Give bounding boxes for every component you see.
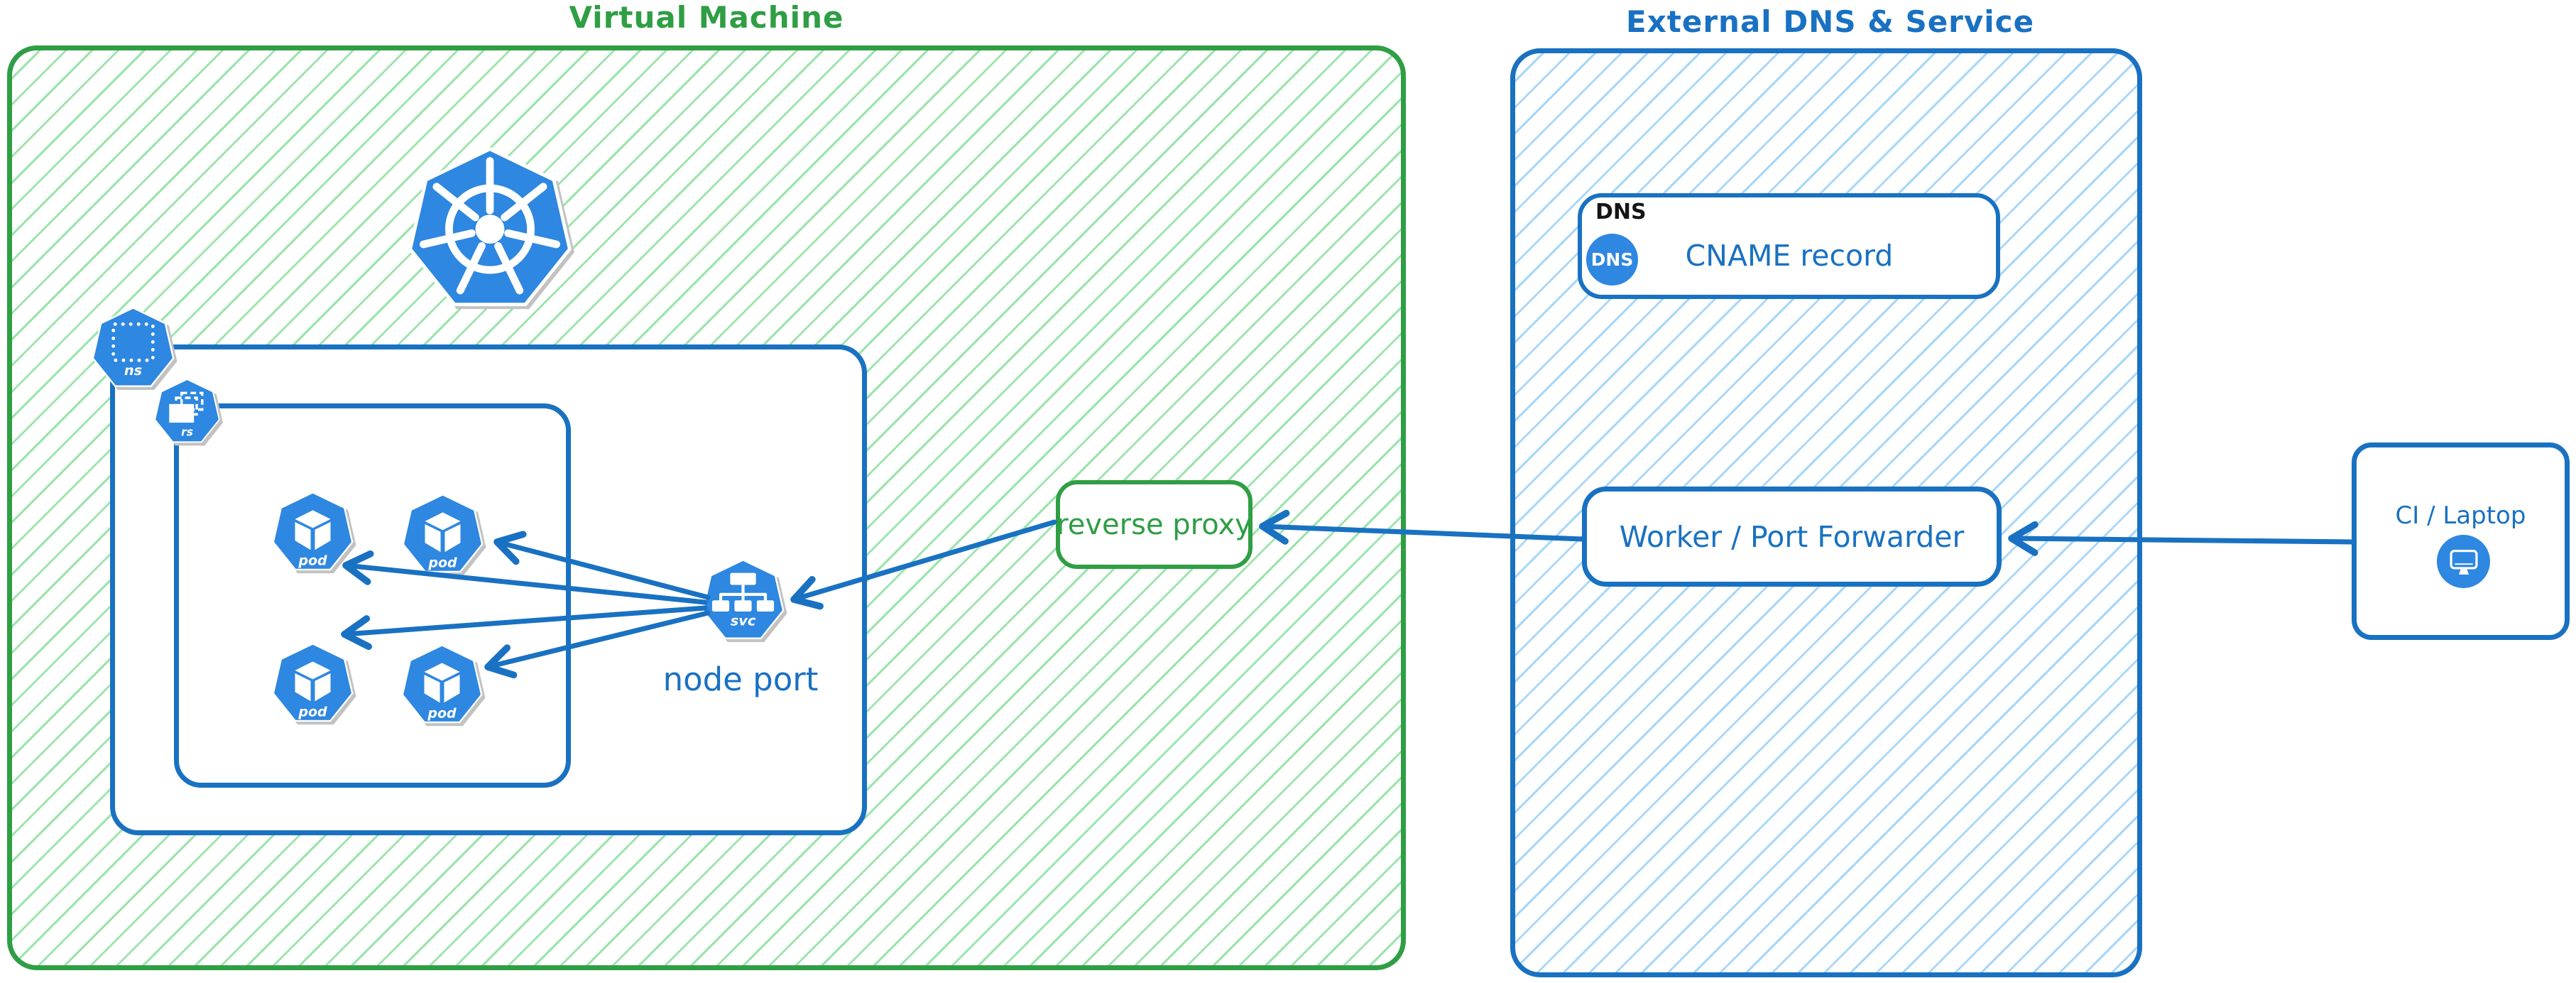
cname-record-box xyxy=(1578,193,2000,299)
solid-replica-rect xyxy=(169,403,195,423)
virtual-machine-title: Virtual Machine xyxy=(569,0,844,35)
ci-laptop-label: CI / Laptop xyxy=(2395,501,2526,530)
namespace-icon-label: ns xyxy=(124,362,142,379)
pod-icon-label: pod xyxy=(427,706,457,722)
pod-icon-label: pod xyxy=(298,705,327,720)
dns-tag: DNS xyxy=(1595,200,1647,224)
reverse-proxy-label: reverse proxy xyxy=(1057,508,1252,541)
replicaset-box xyxy=(174,403,571,788)
node-port-caption: node port xyxy=(662,661,819,698)
kubernetes-logo-icon xyxy=(405,146,575,316)
namespace-icon: ns xyxy=(92,307,175,387)
monitor-icon xyxy=(2449,549,2478,575)
replicaset-icon-label: rs xyxy=(181,425,193,438)
cname-record-label: CNAME record xyxy=(1685,239,1894,273)
pod-icon-label: pod xyxy=(427,555,457,571)
worker-port-forwarder-box: Worker / Port Forwarder xyxy=(1582,487,2002,587)
service-icon-label: svc xyxy=(731,612,756,629)
pod-icon-label: pod xyxy=(298,553,327,569)
dotted-square xyxy=(111,322,155,362)
pod-icon: pod xyxy=(402,494,484,573)
worker-port-forwarder-label: Worker / Port Forwarder xyxy=(1619,519,1965,554)
monitor-badge xyxy=(2437,535,2490,588)
pod-icon: pod xyxy=(272,643,354,722)
replicaset-icon: rs xyxy=(154,378,220,443)
service-icon: svc xyxy=(702,559,785,639)
pod-icon: pod xyxy=(272,492,354,571)
pod-icon: pod xyxy=(401,644,483,724)
dns-badge-icon: DNS xyxy=(1586,234,1638,286)
reverse-proxy-box: reverse proxy xyxy=(1056,480,1252,569)
kubernetes-helm-wheel xyxy=(420,157,560,295)
external-dns-service-title: External DNS & Service xyxy=(1626,4,2035,39)
dns-badge-label: DNS xyxy=(1590,249,1634,270)
